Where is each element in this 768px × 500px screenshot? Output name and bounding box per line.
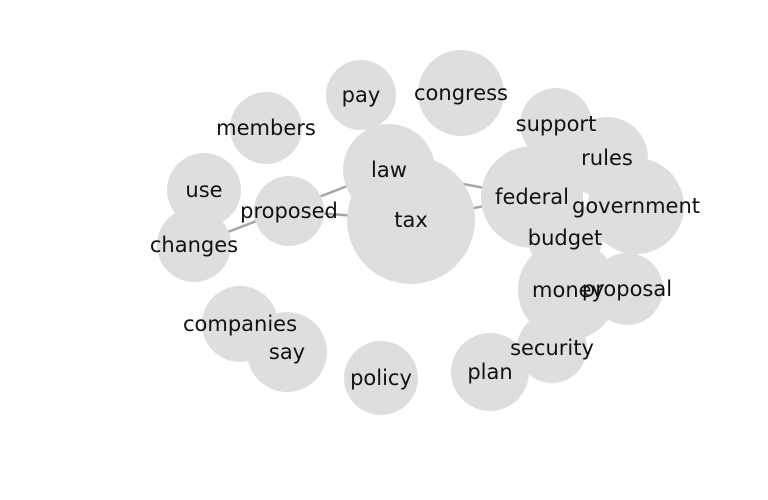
node-label-members: members bbox=[216, 116, 316, 140]
node-plan bbox=[451, 333, 529, 411]
node-label-budget: budget bbox=[528, 226, 602, 250]
node-pay bbox=[326, 60, 396, 130]
node-label-use: use bbox=[185, 178, 222, 202]
node-label-security: security bbox=[510, 336, 594, 360]
node-label-federal: federal bbox=[495, 185, 569, 209]
node-label-companies: companies bbox=[183, 312, 297, 336]
node-label-plan: plan bbox=[467, 360, 512, 384]
node-label-policy: policy bbox=[350, 366, 412, 390]
nodes-layer bbox=[157, 50, 684, 415]
node-label-congress: congress bbox=[414, 81, 508, 105]
node-label-proposed: proposed bbox=[240, 199, 338, 223]
node-label-government: government bbox=[572, 194, 700, 218]
node-label-say: say bbox=[269, 340, 305, 364]
node-label-rules: rules bbox=[581, 146, 633, 170]
node-companies bbox=[202, 286, 278, 362]
node-policy bbox=[344, 341, 418, 415]
node-label-proposal: proposal bbox=[582, 277, 672, 301]
node-rules bbox=[566, 117, 648, 199]
node-law bbox=[343, 124, 435, 216]
node-label-support: support bbox=[516, 112, 597, 136]
node-congress bbox=[418, 50, 504, 136]
node-members bbox=[230, 92, 302, 164]
node-proposed bbox=[254, 176, 324, 246]
node-security bbox=[517, 313, 587, 383]
node-label-money: money bbox=[532, 278, 604, 302]
node-budget bbox=[528, 201, 602, 275]
node-proposal bbox=[591, 253, 663, 325]
node-use bbox=[167, 153, 241, 227]
node-label-pay: pay bbox=[342, 83, 381, 107]
node-label-changes: changes bbox=[150, 233, 238, 257]
node-changes bbox=[157, 208, 231, 282]
node-label-law: law bbox=[371, 158, 407, 182]
node-label-tax: tax bbox=[394, 208, 428, 232]
